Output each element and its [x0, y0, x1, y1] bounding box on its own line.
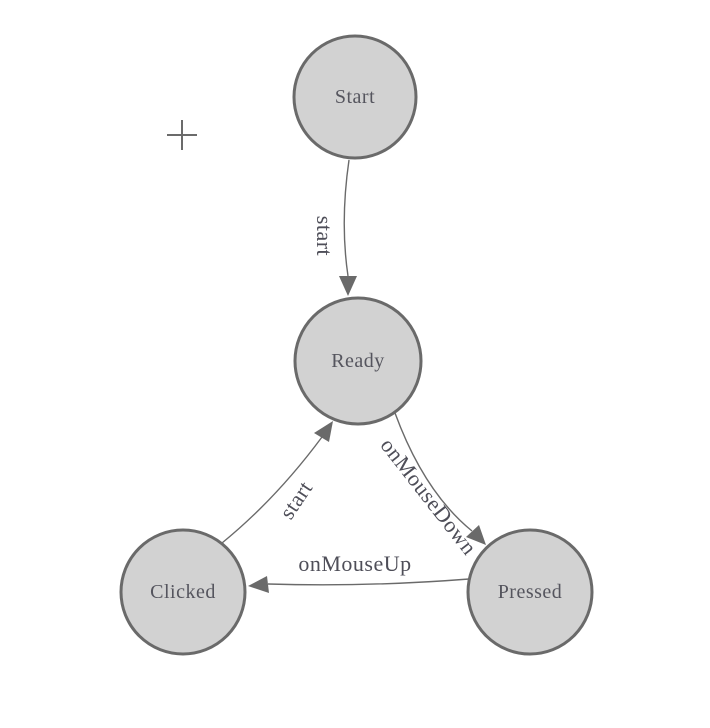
node-label: Start	[335, 86, 375, 108]
crosshair-cursor-icon	[167, 120, 197, 150]
node-circle	[293, 296, 423, 426]
edge-line	[343, 159, 350, 277]
node-label: Pressed	[498, 581, 563, 603]
node-circle	[466, 528, 594, 656]
edge-label-onmousedown: onMouseDown	[376, 433, 483, 560]
edge-clicked-to-ready[interactable]: start	[221, 421, 333, 544]
arrowhead-icon	[248, 576, 269, 593]
edge-pressed-to-clicked[interactable]: onMouseUp	[248, 551, 470, 593]
edge-ready-to-pressed[interactable]: onMouseDown	[376, 412, 486, 560]
arrowhead-icon	[466, 525, 486, 545]
edge-start-to-ready[interactable]: start	[312, 159, 357, 296]
edge-label-onmouseup: onMouseUp	[298, 551, 411, 576]
edge-label-start-1: start	[312, 216, 337, 256]
state-node-clicked[interactable]: Clicked	[119, 528, 247, 656]
node-label: Ready	[331, 350, 385, 372]
edge-line	[267, 578, 470, 586]
node-circle	[119, 528, 247, 656]
node-circle	[292, 34, 418, 160]
state-node-start[interactable]: Start	[292, 34, 418, 160]
state-node-pressed[interactable]: Pressed	[466, 528, 594, 656]
arrowhead-icon	[339, 276, 357, 296]
edge-line	[221, 436, 323, 544]
node-label: Clicked	[150, 581, 216, 603]
arrowhead-icon	[314, 421, 333, 442]
edge-label-start-2: start	[274, 476, 317, 523]
state-node-ready[interactable]: Ready	[293, 296, 423, 426]
edge-line	[394, 412, 473, 532]
